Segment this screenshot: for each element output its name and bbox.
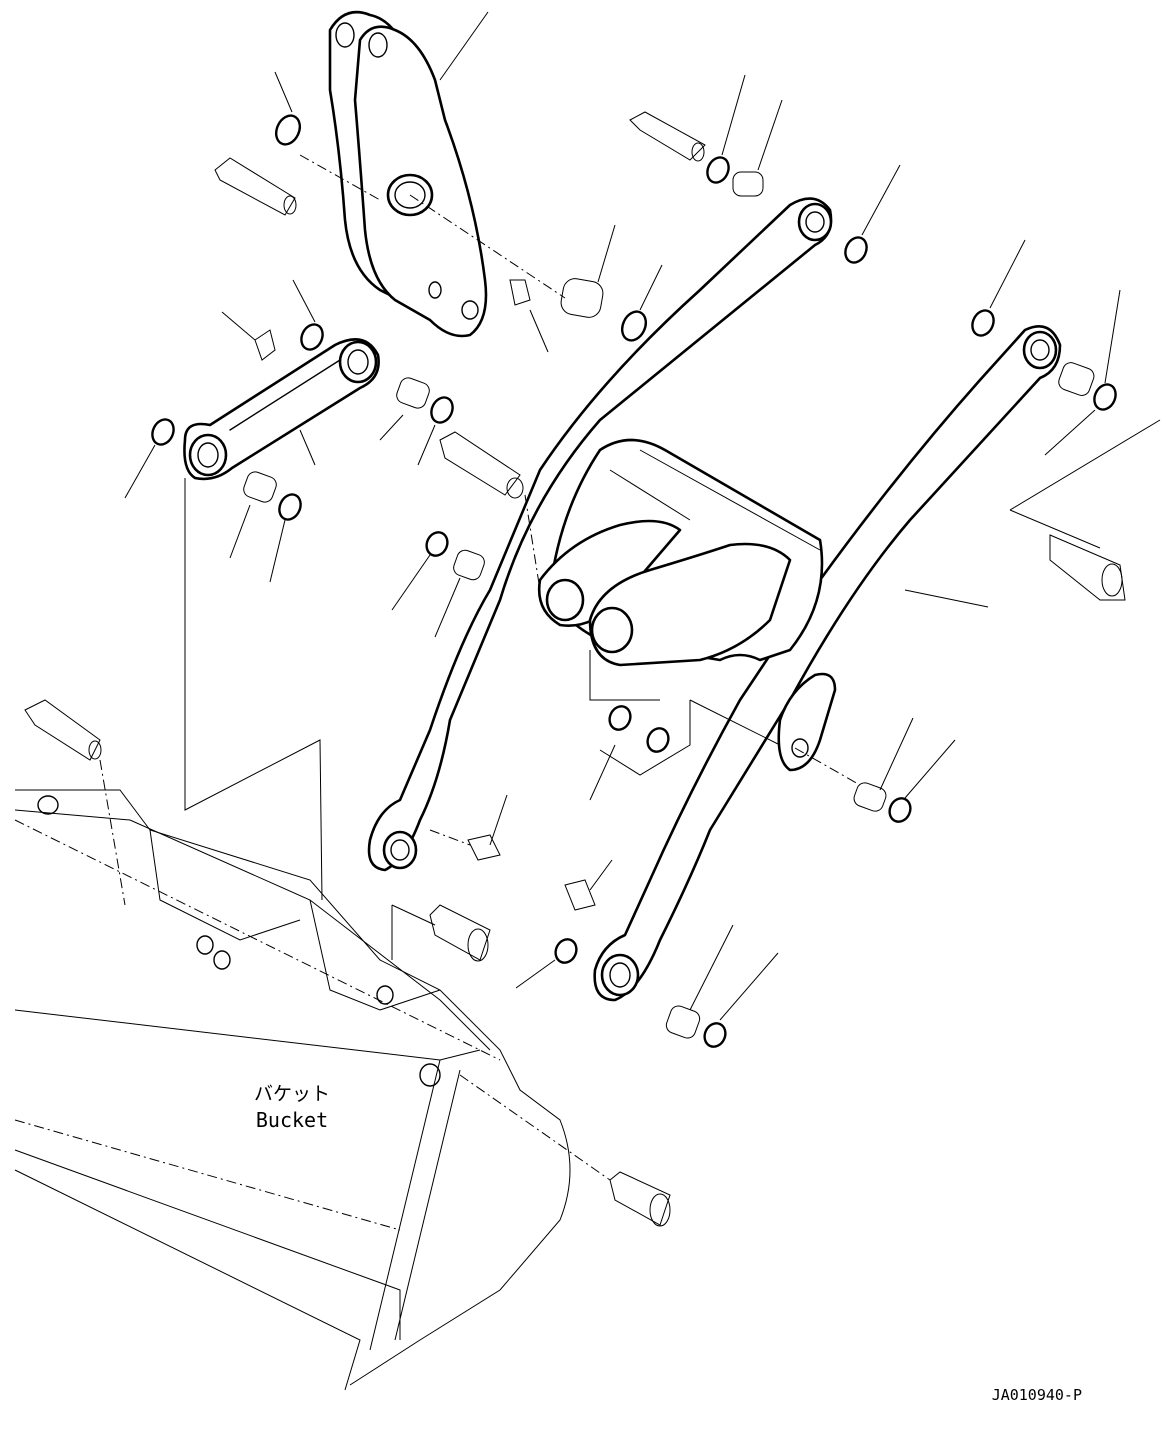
cross-tube [537, 438, 824, 667]
bell-crank [328, 10, 488, 338]
centerlines [99, 154, 861, 1181]
stopper-plate-hole [791, 738, 809, 758]
pins [24, 111, 1126, 1227]
bushings [243, 171, 1095, 1039]
bucket-label-en: Bucket [256, 1108, 328, 1132]
rings [151, 114, 1117, 1048]
grease-fittings [254, 279, 596, 911]
leader-lines [124, 11, 1161, 1021]
drawing-id: JA010940-P [992, 1386, 1082, 1404]
tilt-link [183, 338, 380, 481]
lift-arm-left [367, 197, 833, 872]
bucket-label-jp: バケット [254, 1083, 330, 1105]
bucket [14, 789, 571, 1391]
